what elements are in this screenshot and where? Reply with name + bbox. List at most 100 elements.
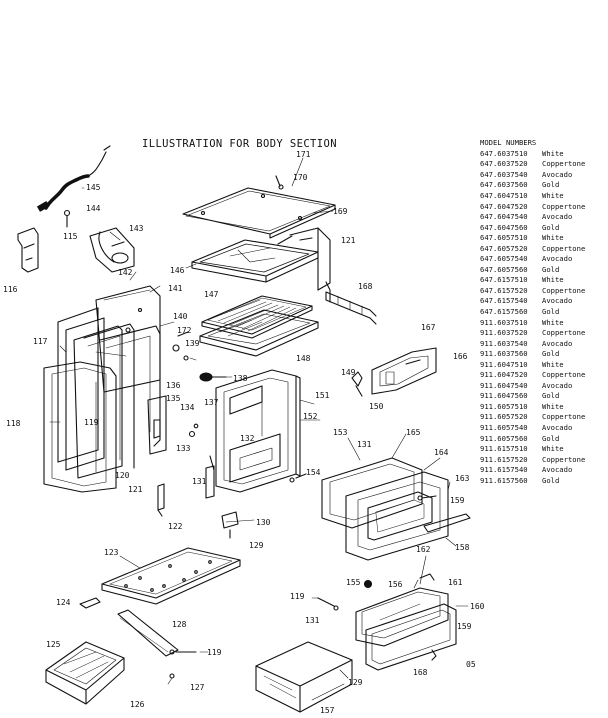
bracket-part-116 [17,227,39,273]
power-cord-part [37,145,111,212]
part-label: 160 [470,602,485,611]
drawer-body-part [255,641,353,713]
side-panels-part [57,307,135,479]
model-number: 647.6057510 [480,233,528,243]
side-panel-part-121 [277,227,331,291]
part-label: 121 [128,485,143,494]
top-panel-part [182,187,336,239]
model-number: 911.6057520 [480,412,528,422]
model-color: Avocado [542,380,573,390]
part-label: 154 [306,468,321,477]
part-label: 157 [320,706,335,715]
part-label: 116 [3,285,18,294]
hinge-part-131 [205,455,215,499]
oven-door-frame-part [215,369,301,493]
model-number: 911.6047520 [480,370,528,380]
model-color: Gold [542,349,560,359]
model-color: Gold [542,391,560,401]
model-color: White [542,444,564,454]
part-label: 144 [86,204,101,213]
model-number: 911.6057560 [480,433,528,443]
broil-pan-part [199,309,319,357]
screw-part-133 [188,423,199,438]
model-row: 911.6057560 Gold [480,434,585,445]
model-color: Coppertone [542,328,586,338]
part-label: 153 [333,428,348,437]
part-label: 117 [33,337,48,346]
model-number: 647.6047520 [480,201,528,211]
part-label: 152 [303,412,318,421]
model-number: 647.6057520 [480,243,528,253]
part-label: 118 [6,419,21,428]
part-label: 138 [233,374,248,383]
drawer-panel-part [365,603,457,671]
model-color: White [542,233,564,243]
fastener-part-115 [63,209,71,228]
hinge-part-122 [157,483,165,517]
leader-lines [49,157,469,685]
model-color: Gold [542,180,560,190]
part-label: 162 [416,545,431,554]
part-label: 119 [84,418,99,427]
model-color: White [542,275,564,285]
drawer-front-part [355,573,449,647]
model-number: 911.6047510 [480,359,528,369]
model-row: 647.6057510 White [480,233,585,244]
model-row: 647.6157510 White [480,275,585,286]
part-label: 147 [204,290,219,299]
part-label: 127 [190,683,205,692]
part-label: 119 [290,592,305,601]
model-color: White [542,190,564,200]
model-number: 647.6157510 [480,275,528,285]
oven-rack-part [201,295,313,339]
screw-part-168b [431,649,437,661]
model-color: White [542,359,564,369]
screw-part-119 [169,649,197,655]
part-label: 121 [341,236,356,245]
model-row: 911.6157510 White [480,444,585,455]
model-number: 647.6157540 [480,296,528,306]
model-number: 647.6037510 [480,148,528,158]
model-number: 911.6157540 [480,465,528,475]
model-numbers-heading: MODEL NUMBERS [480,138,537,147]
strip-part-158 [423,513,471,533]
model-number: 911.6157520 [480,454,528,464]
part-label: 168 [413,668,428,677]
model-color: Gold [542,433,560,443]
part-label: 165 [406,428,421,437]
model-color: Coppertone [542,201,586,211]
model-color: Avocado [542,212,573,222]
model-color: Gold [542,475,560,485]
part-label: 05 [466,660,476,669]
model-number: 911.6037510 [480,317,528,327]
part-label: 131 [305,616,320,625]
model-number: 911.6157510 [480,444,528,454]
part-label: 125 [46,640,61,649]
part-label: 136 [166,381,181,390]
part-label: 119 [207,648,222,657]
screw-part-154 [289,473,307,483]
model-number: 647.6057560 [480,264,528,274]
bracket-part-143 [89,227,135,273]
model-color: Avocado [542,423,573,433]
part-label: 128 [172,620,187,629]
model-number: 911.6057540 [480,423,528,433]
model-number: 911.6037560 [480,349,528,359]
model-color: Avocado [542,169,573,179]
part-label: 161 [448,578,463,587]
part-label: 142 [118,268,133,277]
part-label: 143 [129,224,144,233]
